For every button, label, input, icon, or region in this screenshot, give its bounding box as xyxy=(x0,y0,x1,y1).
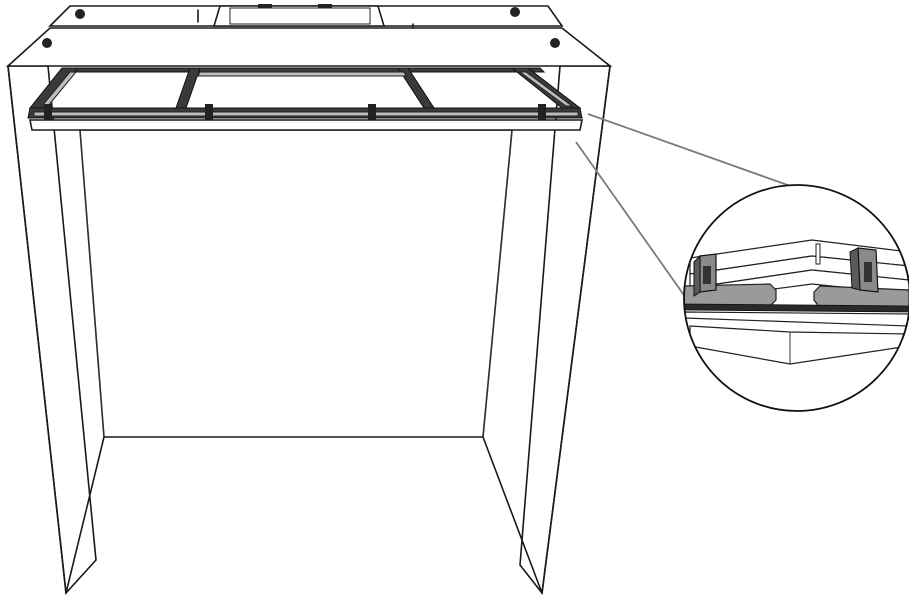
cabinet-body xyxy=(7,65,611,595)
detail-callout xyxy=(683,184,909,412)
screw-rear-left xyxy=(75,9,85,19)
center-top-rail xyxy=(197,71,407,77)
rear-clip-right xyxy=(318,4,332,8)
right-side-panel xyxy=(519,65,611,595)
front-top-board xyxy=(5,27,613,67)
left-front-edge xyxy=(7,65,67,594)
floor-left-edge xyxy=(65,436,105,594)
rail-clip-4 xyxy=(538,104,546,120)
back-panel xyxy=(79,129,513,438)
screw-rear-right xyxy=(510,7,520,17)
right-front-edge xyxy=(541,65,611,594)
back-left-edge xyxy=(79,129,105,438)
right-rail-inner xyxy=(518,71,574,107)
top-assembly xyxy=(5,4,613,67)
rear-clip-left xyxy=(258,4,272,8)
leader-lower xyxy=(575,141,687,299)
rail-clip-3 xyxy=(368,104,376,120)
center-left-rail xyxy=(175,67,201,109)
rear-center-window xyxy=(229,7,371,25)
rail-clip-1 xyxy=(44,104,52,120)
leader-upper xyxy=(587,113,797,189)
back-rail xyxy=(64,67,546,73)
rail-frame xyxy=(27,67,583,131)
front-rail-groove xyxy=(33,111,579,117)
screw-front-right xyxy=(550,38,560,48)
screw-front-left xyxy=(42,38,52,48)
detail-circle-border xyxy=(683,184,909,412)
back-right-edge xyxy=(482,129,513,438)
front-lip xyxy=(29,119,583,131)
rail-clip-2 xyxy=(205,104,213,120)
floor-right-edge xyxy=(482,436,543,594)
callout-leaders xyxy=(575,113,797,299)
